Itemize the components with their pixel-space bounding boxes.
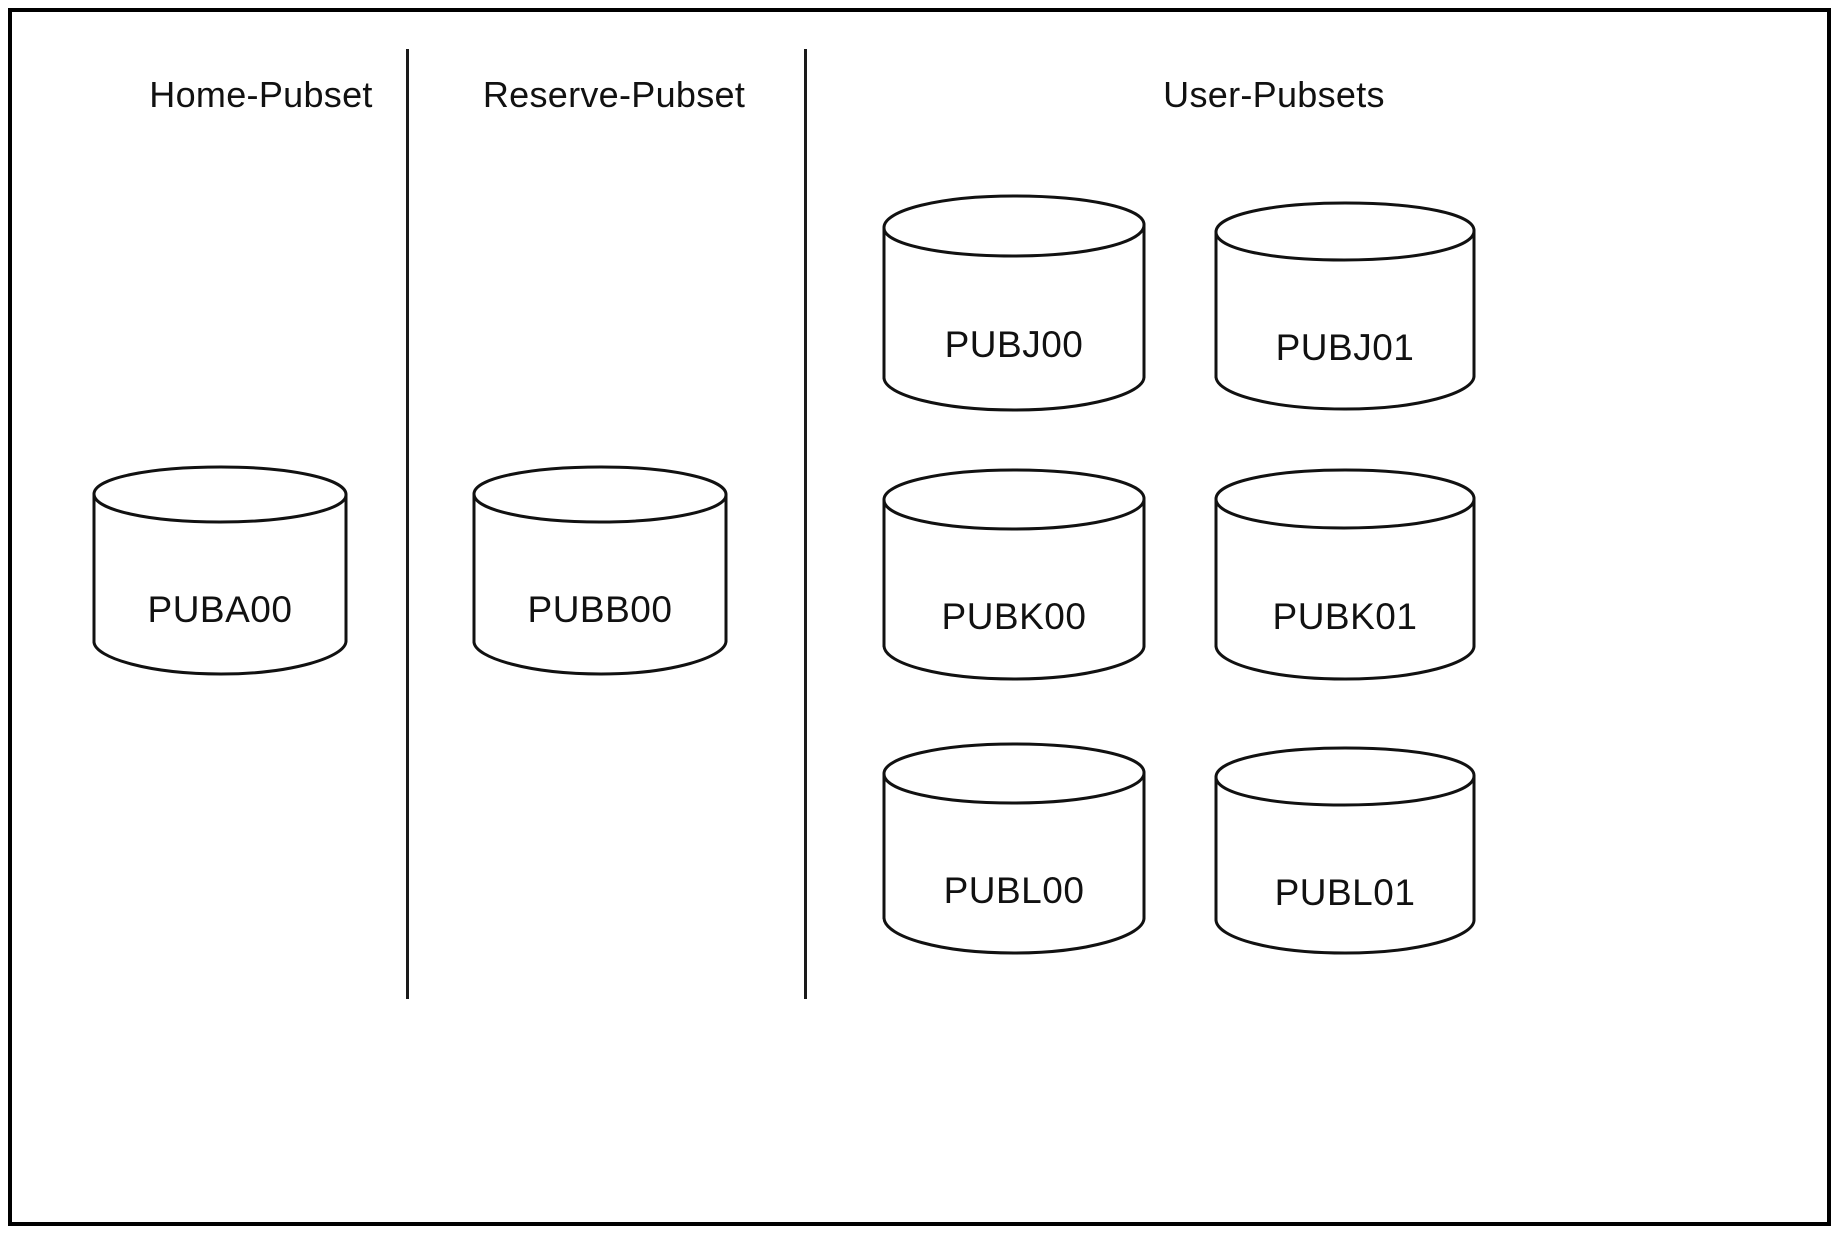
cylinder-pubj00[interactable]: PUBJ00: [880, 192, 1148, 414]
cylinder-pubk00[interactable]: PUBK00: [880, 466, 1148, 684]
divider-home-reserve: [406, 49, 409, 999]
diagram-frame: Home-Pubset Reserve-Pubset User-Pubsets …: [8, 8, 1831, 1226]
divider-reserve-user: [804, 49, 807, 999]
column-header-user: User-Pubsets: [1163, 74, 1385, 115]
cylinder-label: PUBL00: [943, 870, 1085, 911]
cylinder-publ00[interactable]: PUBL00: [880, 740, 1148, 958]
cylinder-label: PUBK01: [1272, 596, 1418, 637]
cylinder-label: PUBA00: [147, 589, 293, 630]
cylinder-label: PUBJ01: [1275, 327, 1415, 368]
cylinder-label: PUBL01: [1274, 872, 1416, 913]
column-header-reserve: Reserve-Pubset: [482, 74, 746, 115]
cylinder-pubb00[interactable]: PUBB00: [470, 464, 730, 679]
cylinder-puba00[interactable]: PUBA00: [90, 464, 350, 679]
column-header-home: Home-Pubset: [149, 74, 373, 115]
cylinder-publ01[interactable]: PUBL01: [1212, 744, 1478, 958]
cylinder-pubk01[interactable]: PUBK01: [1212, 466, 1478, 684]
cylinder-label: PUBK00: [941, 596, 1087, 637]
cylinder-pubj01[interactable]: PUBJ01: [1212, 199, 1478, 413]
cylinder-label: PUBB00: [527, 589, 673, 630]
cylinder-label: PUBJ00: [944, 324, 1084, 365]
